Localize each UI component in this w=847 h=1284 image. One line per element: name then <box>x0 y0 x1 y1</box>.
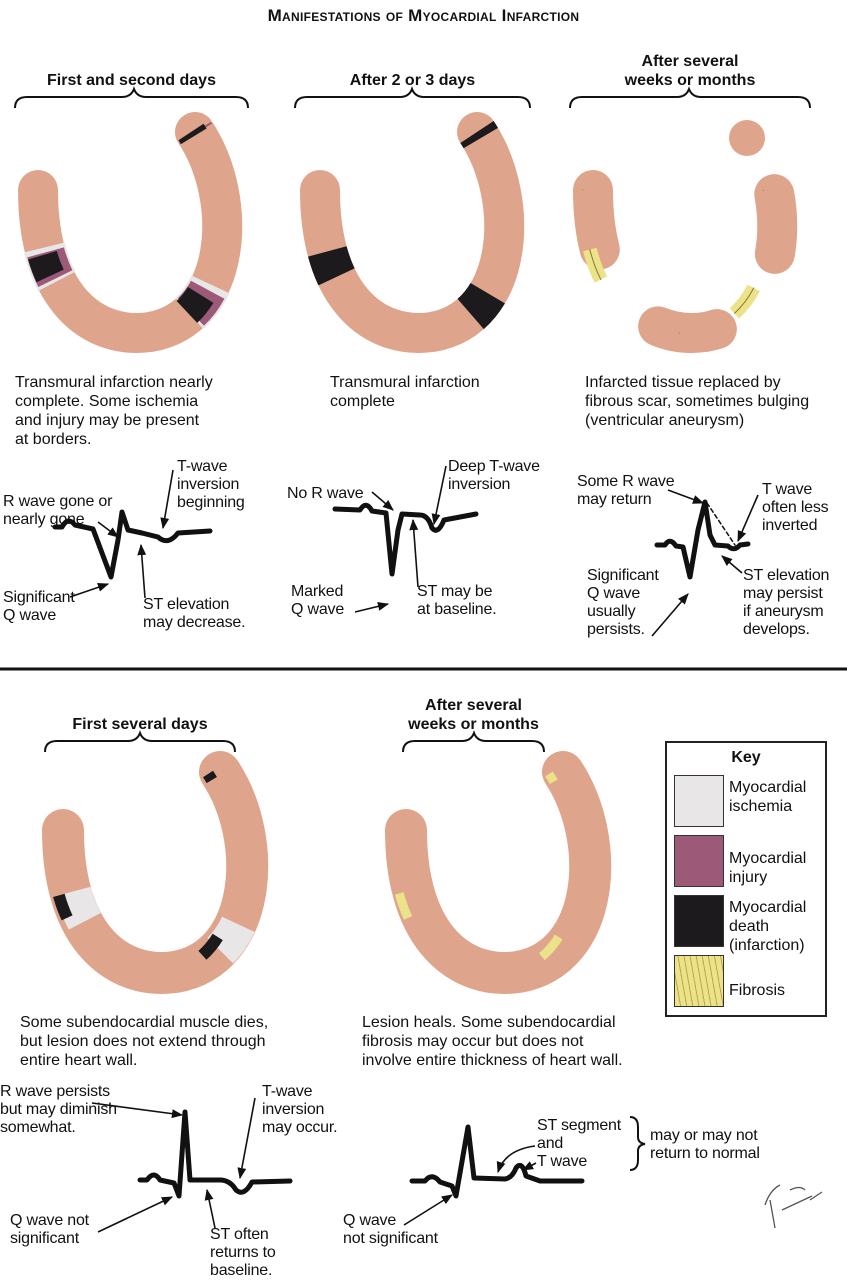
key-label: Myocardial death (infarction) <box>729 899 807 954</box>
heading-first-second-days: First and second days <box>47 72 216 89</box>
brace <box>14 86 249 109</box>
ecg-label: Deep T-wave inversion <box>448 458 540 493</box>
ecg-label: ST may be at baseline. <box>417 583 497 618</box>
brace <box>569 86 811 109</box>
brace <box>402 730 545 753</box>
brace-right <box>629 1116 646 1171</box>
swatch-ischemia <box>674 775 724 827</box>
ecg-label: T-wave inversion beginning <box>177 458 245 511</box>
caption-healed: Lesion heals. Some subendocardial fibros… <box>362 1014 623 1069</box>
swatch-death <box>674 895 724 947</box>
ecg-label: Significant Q wave <box>3 589 75 624</box>
brace <box>294 86 531 109</box>
ecg-label: T-wave inversion may occur. <box>262 1083 338 1136</box>
ecg-trace <box>137 1109 293 1199</box>
heart-transmural-early <box>34 132 222 333</box>
heading-after-weeks-months: After several weeks or months <box>624 53 756 89</box>
heading-first-several-days: First several days <box>72 716 208 733</box>
ecg-label: T wave often less inverted <box>762 481 829 534</box>
netter-signature <box>764 1184 823 1229</box>
ecg-label: ST elevation may persist if aneurysm dev… <box>743 567 830 638</box>
ecg-label: ST segment and T wave <box>537 1117 621 1170</box>
ecg-label: R wave persists but may diminish somewha… <box>0 1083 117 1136</box>
ecg-label: No R wave <box>287 485 364 502</box>
heart-subendocardial-healed <box>392 772 590 975</box>
key-label: Myocardial ischemia <box>729 779 807 815</box>
ecg-label: Significant Q wave usually persists. <box>587 567 659 638</box>
key-label: Fibrosis <box>729 982 786 999</box>
ecg-label: Marked Q wave <box>291 583 345 618</box>
ecg-label: R wave gone or nearly gone <box>3 493 113 528</box>
brace <box>44 730 236 753</box>
ecg-label: may or may not return to normal <box>650 1127 760 1162</box>
ecg-label: ST often returns to baseline. <box>210 1226 276 1279</box>
ecg-trace <box>332 502 479 577</box>
ecg-trace <box>52 509 213 580</box>
ecg-trace <box>654 499 751 580</box>
heading-braces <box>14 86 811 1171</box>
caption-after-2-3-days: Transmural infarction complete <box>330 374 480 410</box>
ecg-label: Q wave not significant <box>10 1212 89 1247</box>
heading-healed-weeks-months: After several weeks or months <box>408 697 539 733</box>
ecg-label: Q wave not significant <box>343 1212 438 1247</box>
heart-transmural-scar <box>583 120 777 333</box>
page-title: Manifestations of Myocardial Infarction <box>267 6 580 25</box>
ecg-label: ST elevation may decrease. <box>143 596 246 631</box>
key-title: Key <box>731 749 761 766</box>
heart-transmural-complete <box>320 132 504 333</box>
caption-after-weeks-months: Infarcted tissue replaced by fibrous sca… <box>585 374 810 429</box>
annotation-arrows <box>69 465 759 1233</box>
heading-after-2-3-days: After 2 or 3 days <box>349 72 476 89</box>
caption-first-second-days: Transmural infarction nearly complete. S… <box>15 374 213 448</box>
swatch-injury <box>674 835 724 887</box>
legend-key: Key Myocardial ischemia Myocardial injur… <box>665 741 827 1017</box>
ecg-label: Some R wave may return <box>577 473 675 508</box>
key-label: Myocardial injury <box>729 850 807 886</box>
heart-subendocardial-early <box>51 772 250 975</box>
caption-first-several-days: Some subendocardial muscle dies, but les… <box>20 1014 269 1069</box>
ecg-dashed-r <box>706 502 736 546</box>
swatch-fibrosis <box>674 955 724 1007</box>
